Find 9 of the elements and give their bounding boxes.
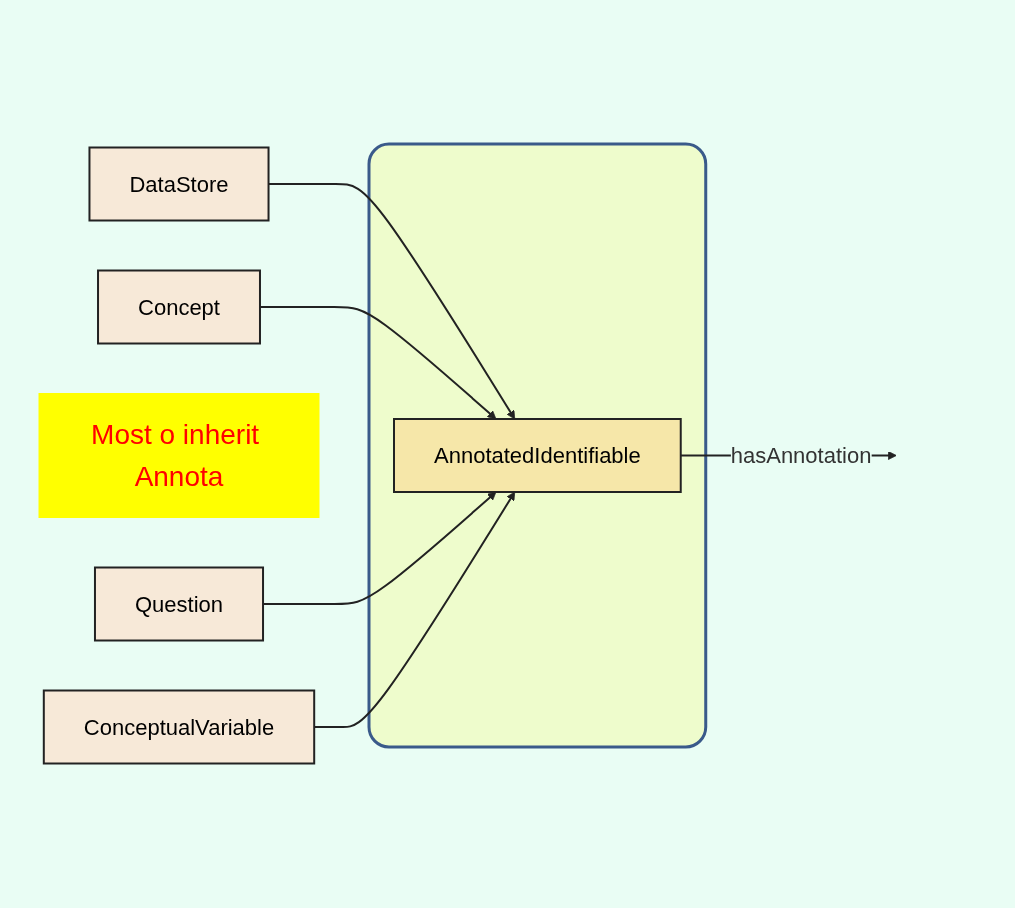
arrow	[313, 491, 515, 729]
node-box: ConceptualVariable	[42, 689, 315, 765]
node-box: DataStore	[88, 146, 270, 222]
edge-label: hasAnnotation	[730, 443, 872, 469]
node-box: Most o inherit Annota	[38, 393, 320, 519]
node-box: Question	[93, 566, 264, 642]
cluster	[367, 142, 708, 749]
node-box: Concept	[96, 269, 261, 345]
node-box: AnnotatedIdentifiable	[392, 418, 682, 494]
